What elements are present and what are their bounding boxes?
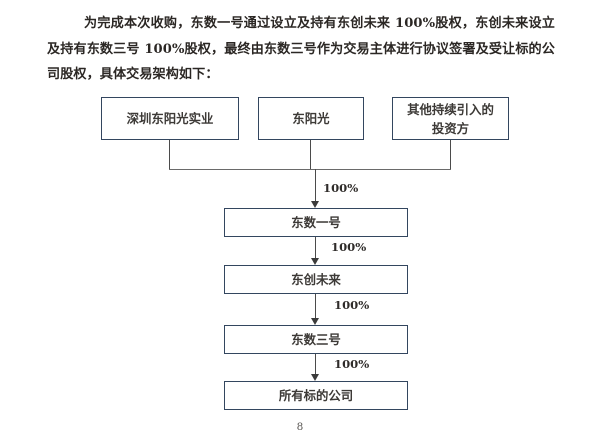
- connector-ds1-to-dcwl: [315, 237, 317, 259]
- body-paragraph: 为完成本次收购，东数一号通过设立及持有东创未来 100%股权，东创未来设立及持有…: [47, 16, 555, 82]
- arrow-head-icon: [311, 318, 319, 325]
- connector-dongyangguang-stub: [310, 140, 312, 170]
- diagram-node-dongshu-yihao[interactable]: 东数一号: [224, 208, 408, 237]
- arrow-head-icon: [311, 201, 319, 208]
- node-label-line-2: 投资方: [431, 120, 470, 136]
- node-label: 深圳东阳光实业: [126, 110, 214, 126]
- diagram-node-dongyangguang[interactable]: 东阳光: [258, 97, 364, 140]
- node-label-line-1: 其他持续引入的: [407, 101, 494, 117]
- node-label: 东创未来: [291, 271, 341, 287]
- connector-shenzhen-stub: [169, 140, 171, 170]
- arrow-head-icon: [311, 374, 319, 381]
- node-label: 东数一号: [291, 214, 341, 230]
- diagram-node-dongshu-sanhao[interactable]: 东数三号: [224, 325, 408, 354]
- edge-label-dcwl-to-ds3: 100%: [334, 298, 370, 312]
- edge-label-bus-to-ds1: 100%: [323, 181, 359, 195]
- connector-other-investors-stub: [450, 140, 452, 170]
- diagram-node-other-investors[interactable]: 其他持续引入的 投资方: [392, 97, 509, 140]
- node-label: 所有标的公司: [278, 387, 354, 403]
- connector-horizontal-bus: [169, 169, 451, 171]
- node-label: 东阳光: [292, 110, 330, 126]
- arrow-head-icon: [311, 258, 319, 265]
- diagram-node-shenzhen-dongyangguang-industry[interactable]: 深圳东阳光实业: [101, 97, 239, 140]
- diagram-node-target-company[interactable]: 所有标的公司: [224, 381, 408, 410]
- node-label: 东数三号: [291, 331, 341, 347]
- connector-ds3-to-target: [315, 354, 317, 375]
- connector-bus-to-ds1: [315, 169, 317, 202]
- diagram-node-dongchuang-weilai[interactable]: 东创未来: [224, 265, 408, 294]
- connector-dcwl-to-ds3: [315, 294, 317, 319]
- edge-label-ds3-to-target: 100%: [334, 357, 370, 371]
- page-number: 8: [296, 421, 304, 433]
- node-label: 其他持续引入的 投资方: [407, 100, 494, 138]
- edge-label-ds1-to-dcwl: 100%: [331, 240, 367, 254]
